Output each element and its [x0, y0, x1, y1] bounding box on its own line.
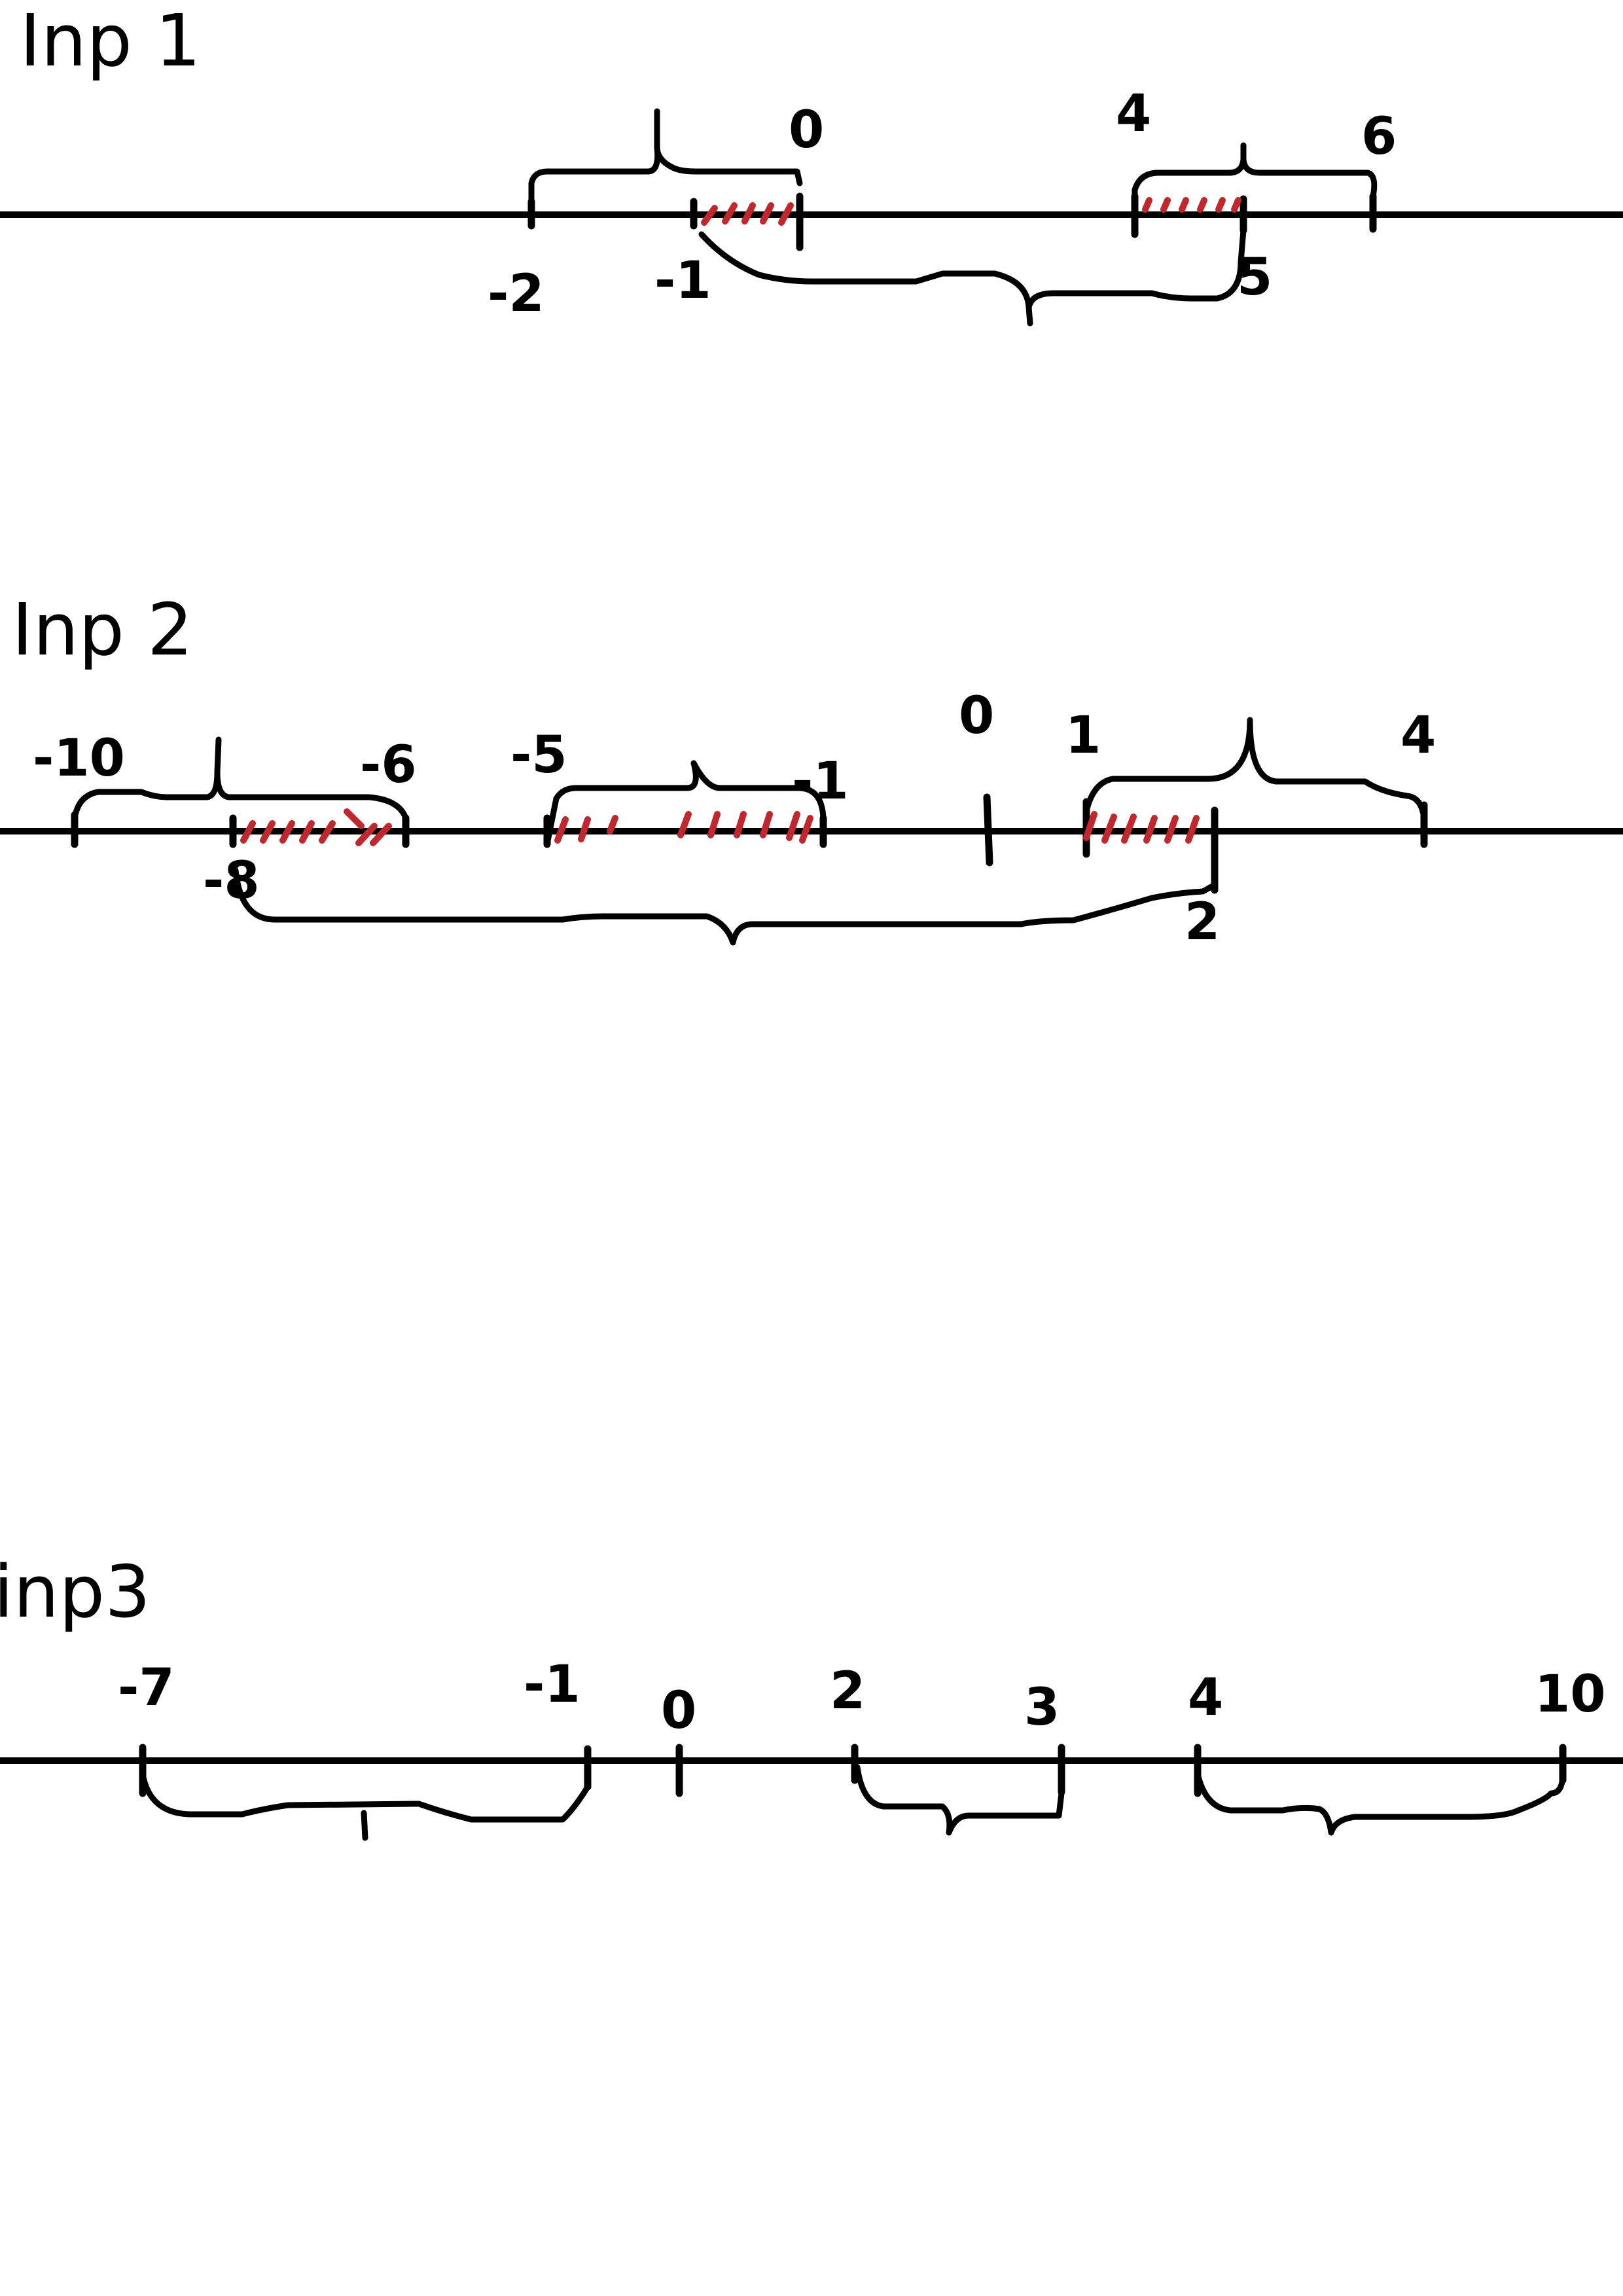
tick-0	[983, 793, 993, 867]
shaded-segment-1-to-2	[1083, 811, 1200, 844]
brace-above-1-to-4	[1083, 717, 1427, 821]
brace-above-minus10-to-minus6-tip	[214, 736, 222, 776]
label-minus-5: -5	[510, 726, 567, 785]
brace-above-4-to-6	[1132, 156, 1378, 206]
label-2: 2	[1185, 893, 1220, 952]
label-minus-6: -6	[360, 736, 417, 795]
label-4: 4	[1188, 1668, 1223, 1727]
label-0: 0	[959, 687, 994, 745]
label-0: 0	[789, 101, 824, 160]
brace-above-minus2-to-0	[528, 144, 803, 226]
diagram-1: Inp 1 -2 -1 0 4 5 6	[0, 0, 1623, 327]
label-0: 0	[661, 1681, 696, 1740]
diagram-2-title: Inp 2	[12, 588, 193, 672]
brace-above-minus10-to-minus6	[71, 769, 409, 848]
shaded-segment-minus1-to-0	[701, 202, 794, 226]
brace-below-minus1-to-5	[698, 227, 1247, 311]
shaded-segment-4-to-5	[1142, 197, 1241, 213]
label-minus-10: -10	[33, 729, 125, 788]
label-4: 4	[1116, 84, 1151, 143]
label-2: 2	[830, 1662, 865, 1721]
shaded-segment-minus8-to-minus6	[240, 808, 392, 846]
label-minus-8: -8	[203, 852, 260, 910]
diagram-3: inp3 -7 -1 0 2 3 4 10	[0, 1550, 1623, 1841]
label-minus-1: -1	[654, 251, 711, 310]
brace-below-4-to-10	[1194, 1770, 1566, 1836]
diagram-2: Inp 2 -10 -8 -6 -5 -1 0 1 2 4	[0, 588, 1623, 952]
brace-below-minus8-to-2	[232, 867, 1218, 946]
shaded-segment-minus5-to-minus1	[554, 811, 813, 844]
brace-below-minus1-to-5-tip	[1026, 304, 1033, 327]
label-minus-2: -2	[488, 264, 544, 323]
diagram-3-title: inp3	[0, 1550, 151, 1634]
brace-below-minus7-to-minus1	[139, 1770, 591, 1823]
label-minus-7: -7	[118, 1659, 175, 1717]
brace-below-2-to-3	[854, 1764, 1065, 1836]
brace-above-minus5-to-minus1	[544, 760, 827, 848]
label-10: 10	[1535, 1665, 1606, 1724]
label-6: 6	[1361, 107, 1397, 166]
label-minus-1: -1	[524, 1655, 580, 1714]
label-1: 1	[1065, 706, 1101, 765]
label-3: 3	[1024, 1678, 1060, 1737]
brace-below-minus7-to-minus1-tip	[361, 1810, 368, 1841]
label-4: 4	[1400, 706, 1436, 765]
diagram-1-title: Inp 1	[20, 0, 201, 82]
